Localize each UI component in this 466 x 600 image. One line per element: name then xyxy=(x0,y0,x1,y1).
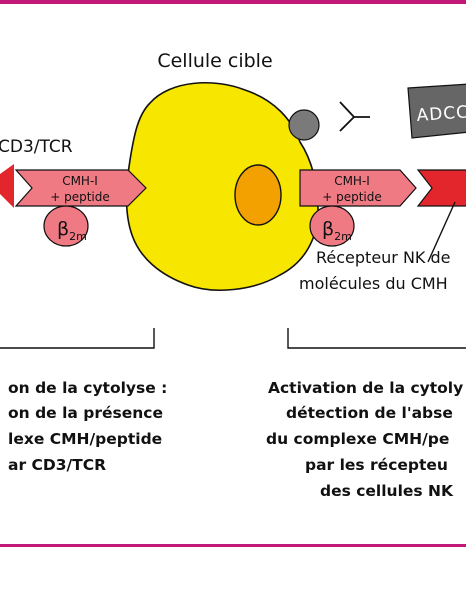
mhc-right-arrow xyxy=(299,169,417,207)
antigen-circle xyxy=(288,109,320,141)
left-bracket xyxy=(0,328,155,349)
nk-receptor-line2: molécules du CMH xyxy=(299,274,448,293)
right-caption: Activation de la cytoly détection de l'a… xyxy=(266,379,463,500)
beta2m-right xyxy=(309,205,355,247)
mhc-right-line2: + peptide xyxy=(322,190,382,204)
right-caption-line5: des cellules NK xyxy=(320,482,454,500)
mhc-left-line2: + peptide xyxy=(50,190,110,204)
top-border-line xyxy=(0,0,466,4)
nk-receptor-line1: Récepteur NK de xyxy=(316,248,451,267)
nk-pointer-line xyxy=(427,201,456,263)
right-caption-line3: du complexe CMH/pe xyxy=(266,430,449,448)
mhc-left-line1: CMH-I xyxy=(62,174,98,188)
target-cell-title: Cellule cible xyxy=(157,50,272,72)
right-bracket xyxy=(287,328,466,349)
adcc-label: ADCC xyxy=(416,102,466,126)
mhc-left-group: CMH-I + peptide β2m xyxy=(14,169,147,247)
mhc-left-arrow xyxy=(14,169,147,207)
mhc-right-group: CMH-I + peptide β2m xyxy=(299,169,417,247)
beta2m-left-label: β2m xyxy=(57,218,87,243)
beta2m-left xyxy=(43,205,89,247)
right-caption-line1: Activation de la cytoly xyxy=(268,379,463,397)
antibody-icon xyxy=(339,101,370,132)
left-caption-line3: lexe CMH/peptide xyxy=(8,430,162,448)
left-caption-line1: on de la cytolyse : xyxy=(8,379,167,397)
nk-receptor-shape xyxy=(416,169,466,207)
mhc-right-line1: CMH-I xyxy=(334,174,370,188)
left-caption-line4: ar CD3/TCR xyxy=(8,456,106,474)
right-caption-line4: par les récepteu xyxy=(305,456,448,474)
cell-nucleus xyxy=(234,164,282,226)
cd3-tcr-label: CD3/TCR xyxy=(0,137,73,157)
cd3-tcr-receptor-shape xyxy=(0,164,14,208)
right-caption-line2: détection de l'abse xyxy=(286,404,453,422)
adcc-box: ADCC xyxy=(407,83,466,139)
bottom-border-line xyxy=(0,544,466,547)
left-caption-line2: on de la présence xyxy=(8,404,163,422)
beta2m-right-label: β2m xyxy=(322,218,352,243)
left-caption: on de la cytolyse : on de la présence le… xyxy=(8,379,167,474)
target-cell-body xyxy=(125,81,319,291)
